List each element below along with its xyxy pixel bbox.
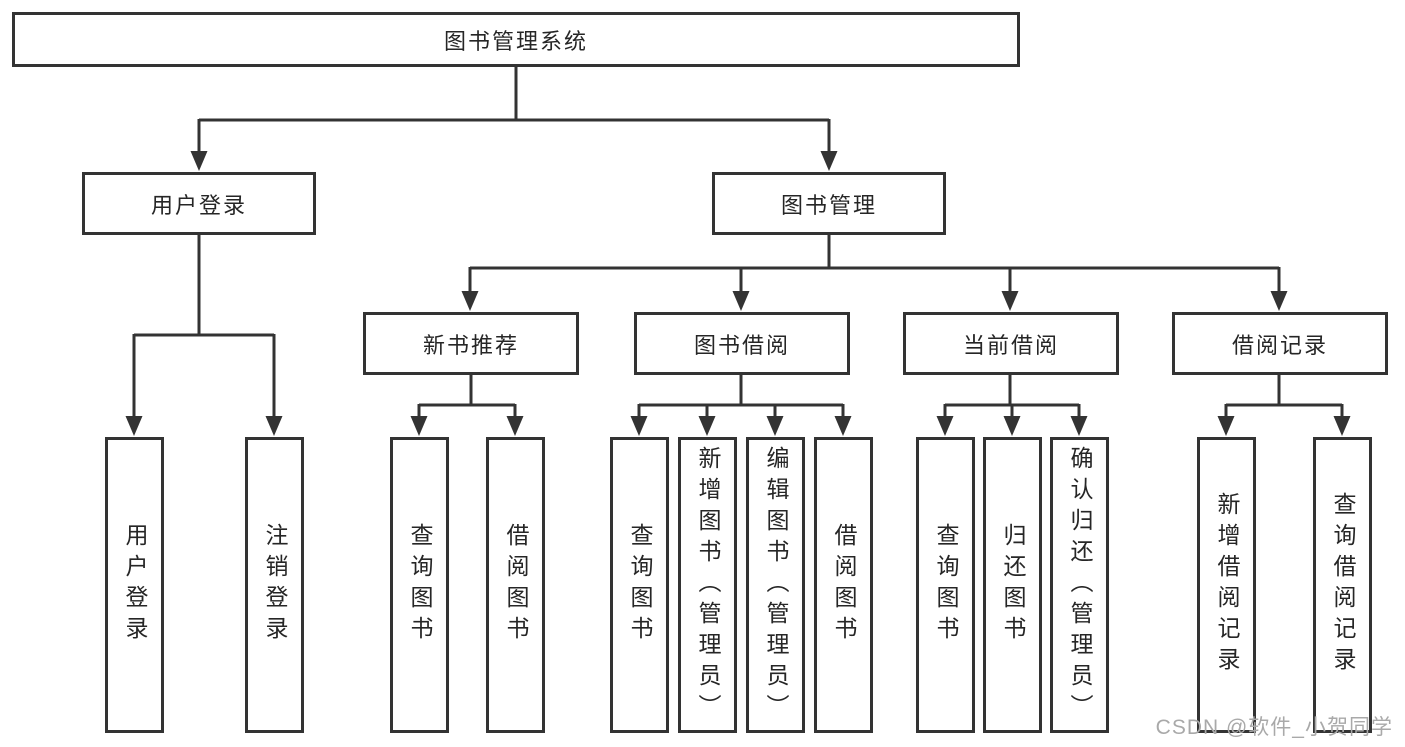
node-label: 当前借阅 xyxy=(962,332,1059,358)
leaf-return-books: 归还图书 xyxy=(983,437,1042,733)
node-label: 图书借阅 xyxy=(693,332,790,358)
node-label: 确认归还（管理员） xyxy=(1067,445,1093,725)
leaf-query-books-recommend: 查询图书 xyxy=(390,437,449,733)
node-current-borrow: 当前借阅 xyxy=(903,312,1119,375)
leaf-query-books-current: 查询图书 xyxy=(916,437,975,733)
leaf-logout: 注销登录 xyxy=(245,437,304,733)
leaf-query-borrow-record: 查询借阅记录 xyxy=(1313,437,1372,733)
node-label: 查询借阅记录 xyxy=(1330,492,1356,678)
leaf-borrow-books: 借阅图书 xyxy=(814,437,873,733)
node-label: 借阅图书 xyxy=(503,523,529,647)
watermark: CSDN @软件_小贺同学 xyxy=(1155,716,1393,739)
leaf-query-books-borrow: 查询图书 xyxy=(610,437,669,733)
node-label: 查询图书 xyxy=(627,523,653,647)
node-label: 借阅记录 xyxy=(1231,332,1328,358)
node-user-login: 用户登录 xyxy=(82,172,316,235)
node-label: 借阅图书 xyxy=(831,523,857,647)
node-label: 归还图书 xyxy=(1000,523,1026,647)
node-borrow-records: 借阅记录 xyxy=(1172,312,1388,375)
node-book-management: 图书管理 xyxy=(712,172,946,235)
node-label: 编辑图书（管理员） xyxy=(763,445,789,725)
node-label: 注销登录 xyxy=(262,523,288,647)
node-book-borrow: 图书借阅 xyxy=(634,312,850,375)
node-label: 图书管理 xyxy=(780,192,877,218)
node-label: 图书管理系统 xyxy=(443,28,588,54)
node-label: 查询图书 xyxy=(407,523,433,647)
node-label: 用户登录 xyxy=(122,523,148,647)
node-label: 查询图书 xyxy=(933,523,959,647)
node-label: 新增图书（管理员） xyxy=(695,445,721,725)
node-label: 新增借阅记录 xyxy=(1214,492,1240,678)
node-library-management-system: 图书管理系统 xyxy=(12,12,1020,67)
leaf-edit-books-admin: 编辑图书（管理员） xyxy=(746,437,805,733)
leaf-user-login: 用户登录 xyxy=(105,437,164,733)
leaf-borrow-books-recommend: 借阅图书 xyxy=(486,437,545,733)
leaf-add-books-admin: 新增图书（管理员） xyxy=(678,437,737,733)
leaf-add-borrow-record: 新增借阅记录 xyxy=(1197,437,1256,733)
leaf-confirm-return-admin: 确认归还（管理员） xyxy=(1050,437,1109,733)
node-label: 用户登录 xyxy=(150,192,247,218)
node-new-book-recommend: 新书推荐 xyxy=(363,312,579,375)
node-label: 新书推荐 xyxy=(422,332,519,358)
